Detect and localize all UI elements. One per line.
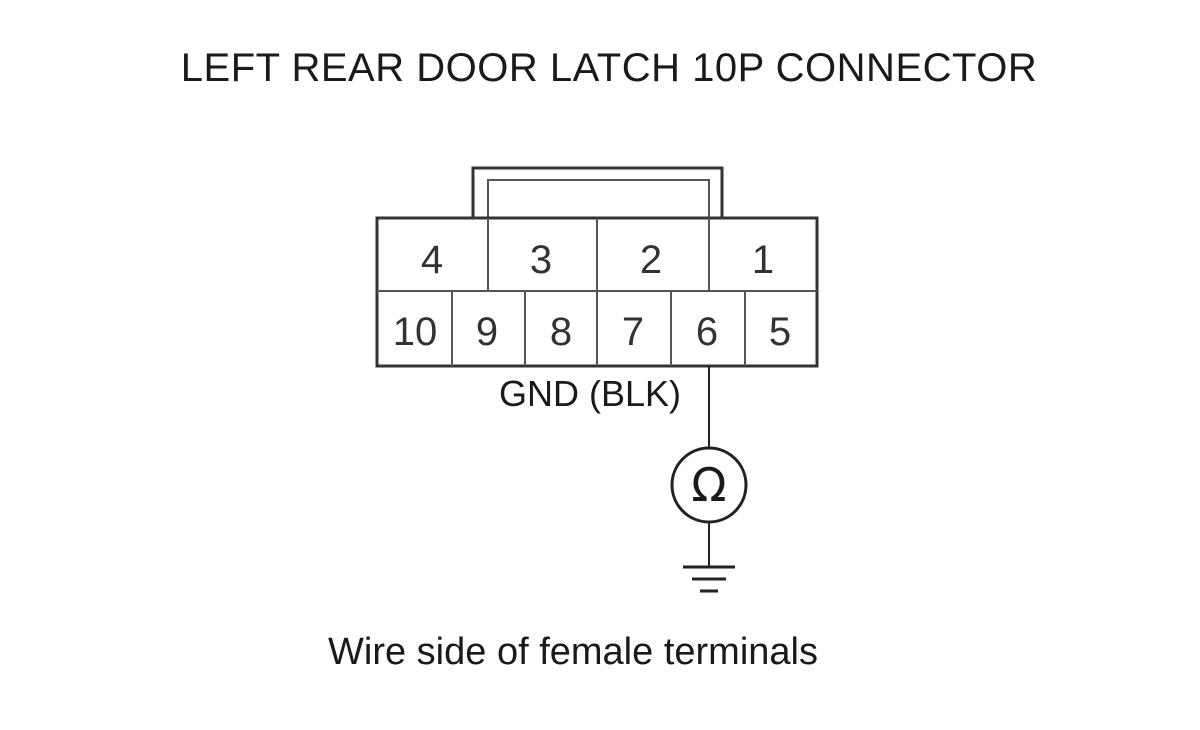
bottom-row-dividers bbox=[451, 291, 746, 366]
ohmmeter-icon: Ω bbox=[670, 446, 748, 524]
pin-10: 10 bbox=[393, 310, 438, 354]
pin-9: 9 bbox=[476, 310, 498, 354]
diagram-title: LEFT REAR DOOR LATCH 10P CONNECTOR bbox=[180, 46, 1038, 90]
ohm-symbol: Ω bbox=[691, 458, 726, 512]
connector-view-note: Wire side of female terminals bbox=[328, 631, 818, 673]
pin-6: 6 bbox=[696, 310, 718, 354]
pin-1: 1 bbox=[752, 238, 774, 282]
pin-7: 7 bbox=[622, 310, 644, 354]
gnd-label: GND (BLK) bbox=[499, 373, 681, 414]
pin-8: 8 bbox=[550, 310, 572, 354]
ground-icon bbox=[683, 565, 735, 593]
top-row-dividers bbox=[487, 218, 710, 291]
pin-2: 2 bbox=[640, 238, 662, 282]
pin-3: 3 bbox=[530, 238, 552, 282]
pin-4: 4 bbox=[421, 238, 443, 282]
pin-5: 5 bbox=[769, 310, 791, 354]
